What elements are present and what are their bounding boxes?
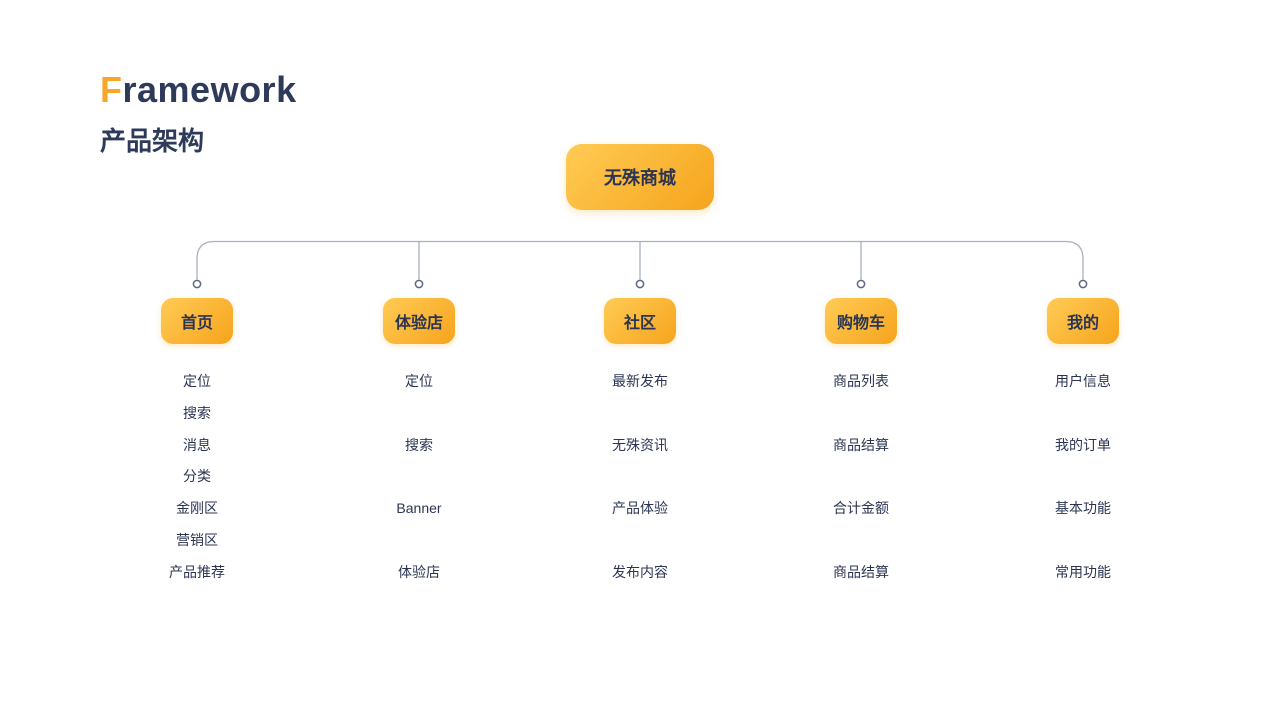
list-item: 最新发布 xyxy=(612,373,668,389)
branch-node: 首页 xyxy=(161,298,233,344)
branch-node-label: 体验店 xyxy=(394,315,443,332)
list-item: 发布内容 xyxy=(612,563,668,580)
list-item: 产品体验 xyxy=(612,500,668,517)
branch-node-label: 我的 xyxy=(1066,315,1099,332)
branch-node: 购物车 xyxy=(825,298,897,344)
list-item: 金刚区 xyxy=(176,500,218,517)
list-item: 产品推荐 xyxy=(169,563,225,580)
list-item: 常用功能 xyxy=(1055,563,1111,580)
list-item: 体验店 xyxy=(398,563,440,580)
list-item: 定位 xyxy=(183,373,211,389)
root-node-label: 无殊商城 xyxy=(604,168,676,188)
branch-node-label: 首页 xyxy=(180,315,213,332)
list-item: 商品结算 xyxy=(833,436,889,453)
list-item: 基本功能 xyxy=(1055,500,1111,517)
branch-node-label: 购物车 xyxy=(836,315,885,332)
page-subtitle: 产品架构 xyxy=(100,126,205,156)
branch-column-3: 社区最新发布无殊资讯产品体验发布内容 xyxy=(530,0,750,720)
branch-node: 社区 xyxy=(604,298,676,344)
branch-node: 体验店 xyxy=(383,298,455,344)
branch-column-5: 我的用户信息我的订单基本功能常用功能 xyxy=(973,0,1193,720)
title-rest: ramework xyxy=(122,69,297,110)
list-item: 商品列表 xyxy=(833,373,889,389)
branch-column-4: 购物车商品列表商品结算合计金额商品结算 xyxy=(751,0,971,720)
list-item: 搜索 xyxy=(405,436,433,453)
list-item: 搜索 xyxy=(183,404,211,421)
list-item: Banner xyxy=(396,500,442,517)
list-item: 用户信息 xyxy=(1055,373,1111,389)
page-title: Framework xyxy=(100,70,297,110)
branch-column-1: 首页定位搜索消息分类金刚区营销区产品推荐 xyxy=(87,0,307,720)
branch-node-label: 社区 xyxy=(623,315,656,332)
list-item: 合计金额 xyxy=(833,500,889,517)
root-node: 无殊商城 xyxy=(566,144,714,210)
list-item: 定位 xyxy=(405,373,433,389)
list-item: 营销区 xyxy=(176,532,218,548)
list-item: 消息 xyxy=(183,436,211,453)
list-item: 我的订单 xyxy=(1055,436,1111,453)
branch-node: 我的 xyxy=(1047,298,1119,344)
list-item: 无殊资讯 xyxy=(612,436,668,453)
list-item: 分类 xyxy=(183,468,211,485)
title-accent-letter: F xyxy=(100,69,123,110)
list-item: 商品结算 xyxy=(833,563,889,580)
